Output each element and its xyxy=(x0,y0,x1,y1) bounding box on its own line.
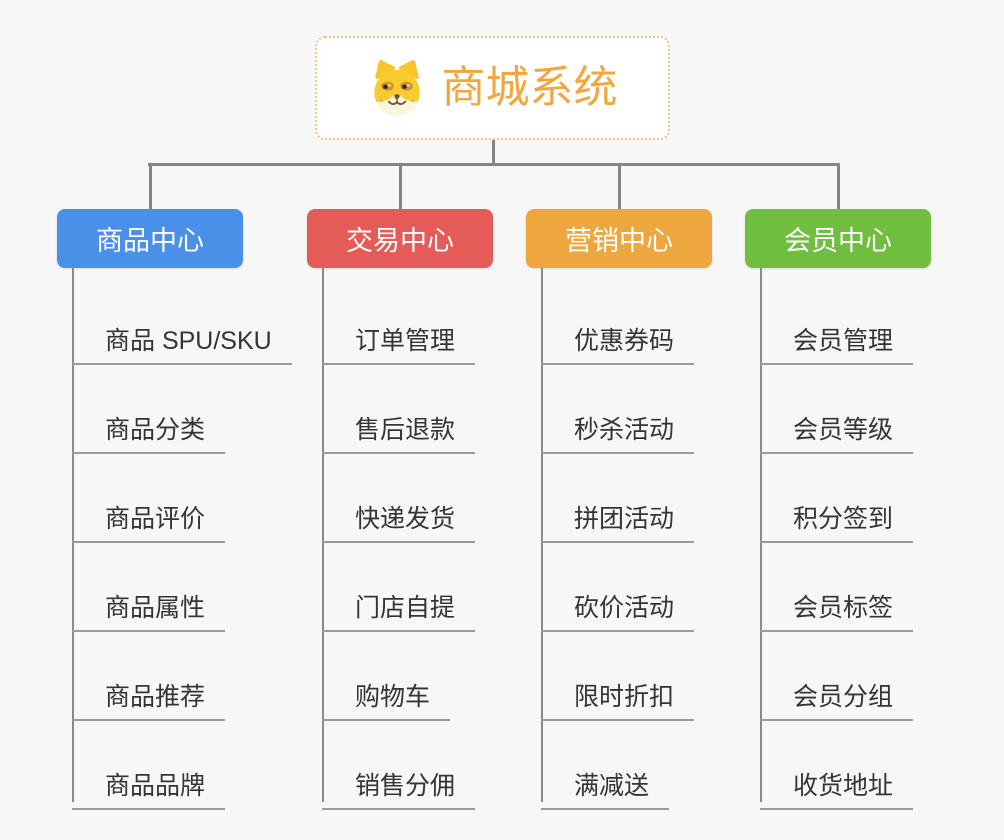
connector-bus xyxy=(148,163,840,166)
connector-branch-stub xyxy=(148,163,152,209)
branch-node[interactable]: 商品中心 xyxy=(57,209,243,268)
connector-branch-stub xyxy=(617,163,621,209)
leaf-item[interactable]: 积分签到 xyxy=(760,491,914,543)
leaf-item[interactable]: 快递发货 xyxy=(322,491,476,543)
leaf-item[interactable]: 购物车 xyxy=(322,669,451,721)
leaf-item[interactable]: 售后退款 xyxy=(322,402,476,454)
leaf-item[interactable]: 会员标签 xyxy=(760,580,914,632)
leaf-item[interactable]: 会员等级 xyxy=(760,402,914,454)
leaf-item[interactable]: 限时折扣 xyxy=(541,669,695,721)
connector-branch-trunk xyxy=(72,268,74,802)
leaf-item[interactable]: 优惠券码 xyxy=(541,313,695,365)
connector-branch-stub xyxy=(398,163,402,209)
leaf-item[interactable]: 商品评价 xyxy=(72,491,226,543)
leaf-item[interactable]: 商品 SPU/SKU xyxy=(72,313,292,365)
connector-root-stub xyxy=(492,140,495,163)
leaf-item[interactable]: 商品推荐 xyxy=(72,669,226,721)
leaf-item[interactable]: 销售分佣 xyxy=(322,758,476,810)
leaf-item[interactable]: 满减送 xyxy=(541,758,670,810)
shiba-dog-icon xyxy=(373,59,420,116)
root-node[interactable]: 商城系统 xyxy=(315,36,670,140)
leaf-item[interactable]: 会员管理 xyxy=(760,313,914,365)
leaf-item[interactable]: 拼团活动 xyxy=(541,491,695,543)
leaf-item[interactable]: 商品品牌 xyxy=(72,758,226,810)
connector-branch-trunk xyxy=(760,268,762,802)
branch-node[interactable]: 营销中心 xyxy=(526,209,712,268)
leaf-item[interactable]: 砍价活动 xyxy=(541,580,695,632)
leaf-item[interactable]: 收货地址 xyxy=(760,758,914,810)
leaf-item[interactable]: 商品分类 xyxy=(72,402,226,454)
connector-branch-trunk xyxy=(541,268,543,802)
leaf-item[interactable]: 订单管理 xyxy=(322,313,476,365)
leaf-item[interactable]: 商品属性 xyxy=(72,580,226,632)
connector-branch-stub xyxy=(836,163,840,209)
connector-branch-trunk xyxy=(322,268,324,802)
root-title: 商城系统 xyxy=(441,63,618,112)
leaf-item[interactable]: 会员分组 xyxy=(760,669,914,721)
leaf-item[interactable]: 秒杀活动 xyxy=(541,402,695,454)
branch-node[interactable]: 交易中心 xyxy=(307,209,493,268)
branch-node[interactable]: 会员中心 xyxy=(745,209,931,268)
leaf-item[interactable]: 门店自提 xyxy=(322,580,476,632)
